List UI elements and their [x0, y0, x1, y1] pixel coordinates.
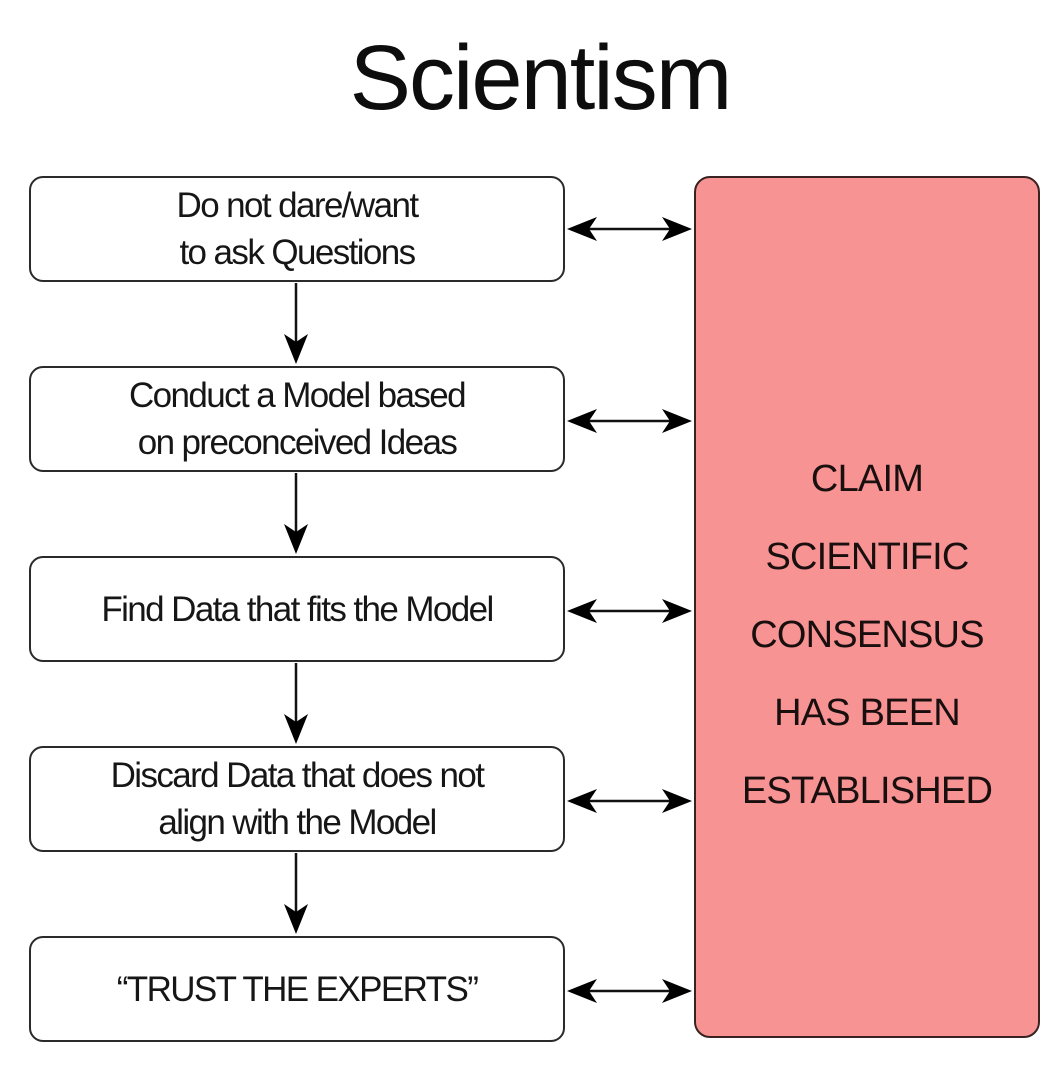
- outcome-panel: CLAIM SCIENTIFIC CONSENSUS HAS BEEN ESTA…: [694, 176, 1040, 1038]
- double-arrow-icon: [567, 409, 692, 433]
- down-arrow-icon: [284, 663, 308, 744]
- double-arrow-icon: [567, 979, 692, 1003]
- step-box-conduct-model: Conduct a Model based on preconceived Id…: [29, 366, 565, 472]
- diagram-title: Scientism: [349, 27, 733, 129]
- step-label: Find Data that fits the Model: [101, 589, 494, 629]
- double-arrow-icon: [567, 217, 692, 241]
- step-label: “TRUST THE EXPERTS”: [116, 969, 479, 1009]
- outcome-text: CLAIM SCIENTIFIC CONSENSUS HAS BEEN ESTA…: [696, 440, 1038, 830]
- down-arrow-icon: [284, 853, 308, 934]
- double-arrow-icon: [567, 599, 692, 623]
- step-box-find-data: Find Data that fits the Model: [29, 556, 565, 662]
- outcome-line: CLAIM: [810, 458, 924, 500]
- down-arrow-icon: [284, 473, 308, 554]
- step-box-ask-questions: Do not dare/want to ask Questions: [29, 176, 565, 282]
- outcome-line: SCIENTIFIC: [765, 536, 969, 578]
- step-label: Do not dare/want to ask Questions: [176, 186, 420, 272]
- double-arrow-icon: [567, 789, 692, 813]
- step-box-trust-experts: “TRUST THE EXPERTS”: [29, 936, 565, 1042]
- down-arrow-icon: [284, 283, 308, 364]
- step-box-discard-data: Discard Data that does not align with th…: [29, 746, 565, 852]
- step-label: Conduct a Model based on preconceived Id…: [128, 376, 467, 462]
- outcome-line: ESTABLISHED: [741, 770, 993, 812]
- outcome-line: CONSENSUS: [750, 614, 984, 656]
- step-label: Discard Data that does not align with th…: [110, 756, 485, 842]
- outcome-line: HAS BEEN: [774, 692, 961, 734]
